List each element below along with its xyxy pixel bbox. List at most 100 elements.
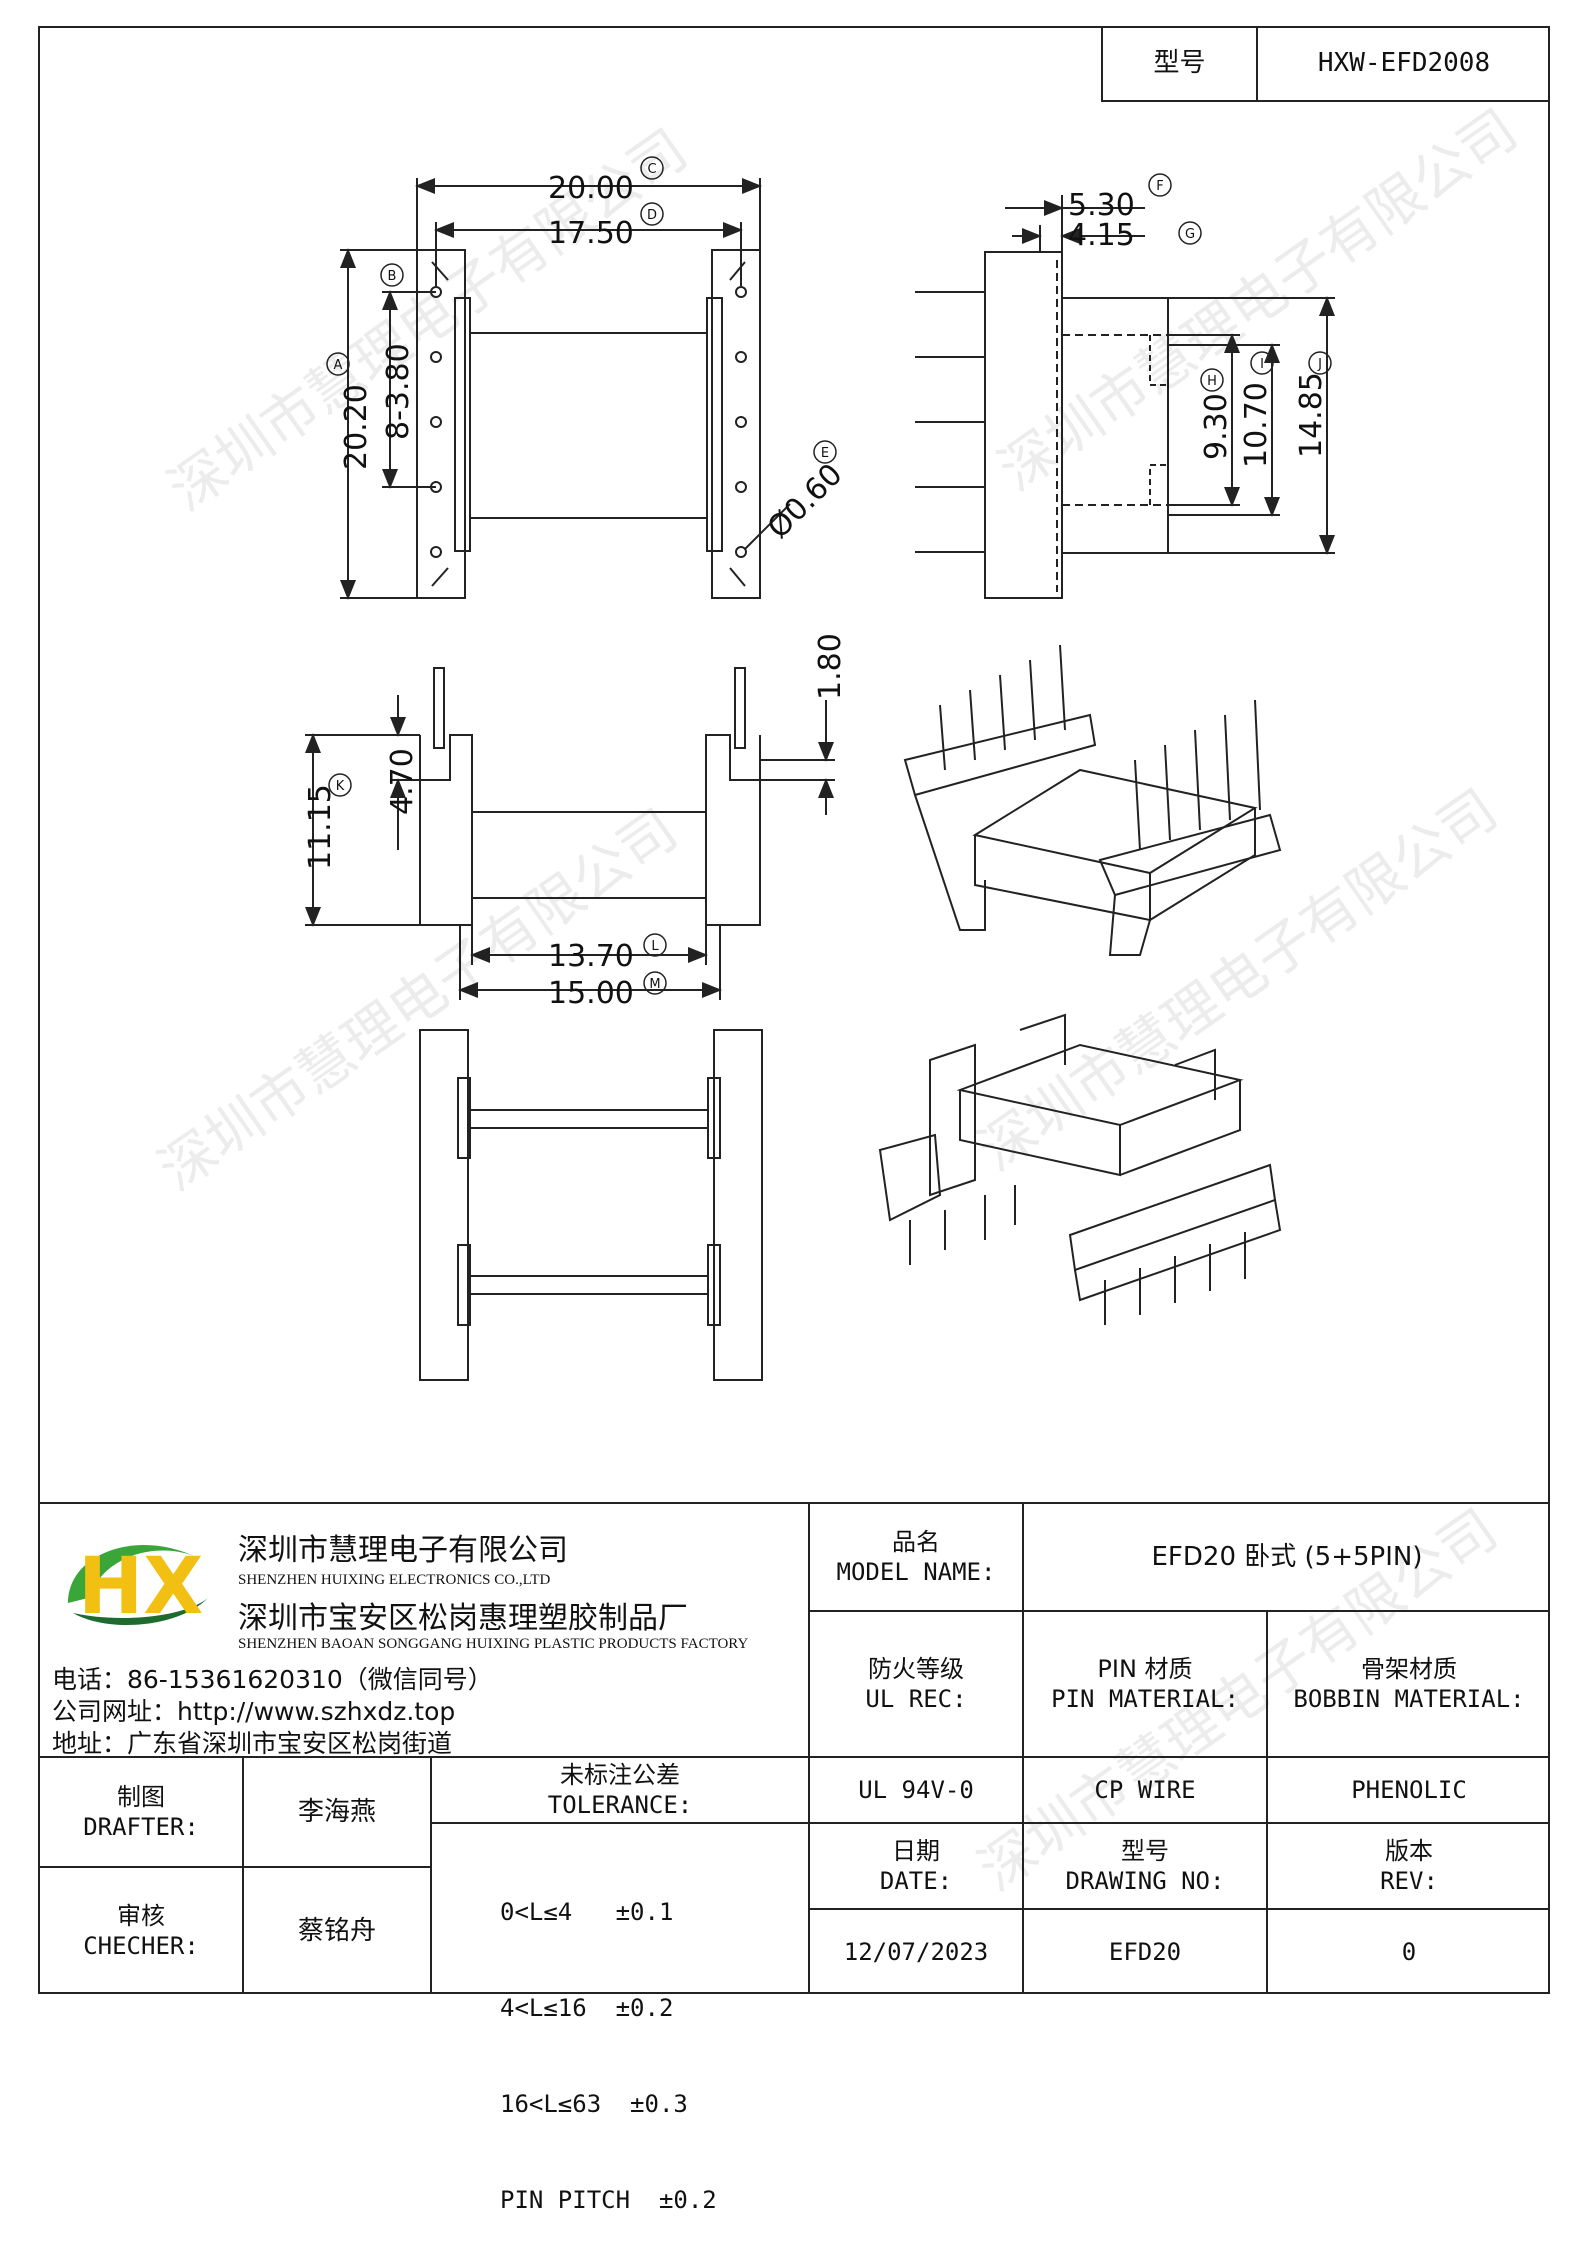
model-name-en: MODEL NAME: xyxy=(836,1558,996,1586)
tolerance-item: 16<L≤63 ±0.3 xyxy=(500,2090,688,2118)
rule xyxy=(38,1502,1550,1504)
drafter-cn: 制图 xyxy=(117,1783,165,1811)
dim-letter-b: B xyxy=(388,269,397,284)
pin-holes-right xyxy=(735,286,747,558)
drawing-no-label: 型号 DRAWING NO: xyxy=(1024,1824,1266,1908)
dim-letter-m: M xyxy=(649,977,660,992)
tolerance-en: TOLERANCE: xyxy=(547,1791,693,1819)
bobbin-material-label: 骨架材质 BOBBIN MATERIAL: xyxy=(1268,1612,1550,1756)
model-name-label: 品名 MODEL NAME: xyxy=(810,1504,1022,1610)
drawing-no-value: EFD20 xyxy=(1108,1938,1182,1966)
rule xyxy=(1022,1502,1024,1994)
company-address: 地址：广东省深圳市宝安区松岗街道 xyxy=(52,1729,453,1758)
header-model-label: 型号 xyxy=(1101,26,1256,102)
drafter-value: 李海燕 xyxy=(297,1796,376,1827)
dim-letter-a: A xyxy=(334,358,343,373)
rule xyxy=(808,1502,810,1994)
side-pins xyxy=(915,291,985,553)
dim-letter-k: K xyxy=(336,779,345,794)
dim-a-label: 20.20 xyxy=(339,384,374,470)
dim-k-inner-label: 4.70 xyxy=(385,748,420,815)
dim-h-label: 9.30 xyxy=(1199,393,1234,460)
company-name-en: SHENZHEN HUIXING ELECTRONICS CO.,LTD xyxy=(238,1572,551,1588)
rev-en: REV: xyxy=(1380,1867,1438,1895)
side-view xyxy=(915,195,1335,599)
dim-letter-e: E xyxy=(821,446,829,461)
fire-rating-label: 防火等级 UL REC: xyxy=(810,1612,1022,1756)
dim-letter-i: I xyxy=(1260,357,1264,372)
isometric-view-top xyxy=(903,644,1282,956)
tolerance-list: 0<L≤4 ±0.1 4<L≤16 ±0.2 16<L≤63 ±0.3 PIN … xyxy=(500,1832,717,2248)
rule xyxy=(808,1610,1550,1612)
logo-text: HX xyxy=(78,1542,203,1632)
dim-m-label: 15.00 xyxy=(548,976,634,1011)
checker-value: 蔡铭舟 xyxy=(297,1915,376,1946)
rule xyxy=(430,1822,1550,1824)
dim-l-label: 13.70 xyxy=(548,939,634,974)
dim-c-label: 20.00 xyxy=(548,171,634,206)
factory-name-en: SHENZHEN BAOAN SONGGANG HUIXING PLASTIC … xyxy=(238,1636,749,1652)
dim-k-outer-label: 11.15 xyxy=(303,784,338,870)
rev-cn: 版本 xyxy=(1385,1837,1433,1865)
fire-rating-value: UL 94V-0 xyxy=(858,1776,974,1804)
fire-rating-cn: 防火等级 xyxy=(868,1655,964,1683)
dim-letter-d: D xyxy=(647,208,657,223)
rule xyxy=(38,1866,430,1868)
dim-g-label: 4.15 xyxy=(1068,218,1135,253)
drafter-label: 制图 DRAFTER: xyxy=(40,1758,242,1866)
rule xyxy=(242,1756,244,1994)
technical-drawing: 20.00 17.50 20.20 8-3.80 Ø0.60 5.30 4.15… xyxy=(303,156,1335,1381)
dim-letter-h: H xyxy=(1207,374,1217,389)
company-name-cn: 深圳市慧理电子有限公司 xyxy=(238,1533,568,1568)
model-name-value: EFD20 卧式 (5+5PIN) xyxy=(1151,1541,1423,1572)
date-value: 12/07/2023 xyxy=(843,1938,989,1966)
front-view xyxy=(305,667,835,1000)
dim-d-label: 17.50 xyxy=(548,216,634,251)
dim-letter-j: J xyxy=(1317,357,1322,372)
bobbin-material-value: PHENOLIC xyxy=(1351,1776,1467,1804)
pin-material-value: CP WIRE xyxy=(1094,1776,1196,1804)
dim-f-label: 5.30 xyxy=(1068,188,1135,223)
pin-material-cn: PIN 材质 xyxy=(1097,1655,1193,1683)
model-name-cn: 品名 xyxy=(892,1528,940,1556)
pin-holes-left xyxy=(430,286,442,558)
drawing-no-cn: 型号 xyxy=(1121,1837,1169,1865)
bottom-view xyxy=(419,1029,763,1381)
dim-letter-f: F xyxy=(1156,179,1163,194)
dim-j-label: 14.85 xyxy=(1294,372,1329,458)
dim-letter-g: G xyxy=(1185,227,1195,242)
company-logo: HX xyxy=(68,1542,208,1632)
rule xyxy=(1266,1610,1268,1994)
checker-cn: 审核 xyxy=(117,1902,165,1930)
tolerance-item: 0<L≤4 ±0.1 xyxy=(500,1898,674,1926)
dim-i-label: 10.70 xyxy=(1239,382,1274,468)
fire-rating-en: UL REC: xyxy=(865,1685,967,1713)
factory-name-cn: 深圳市宝安区松岗惠理塑胶制品厂 xyxy=(238,1601,688,1636)
dim-letter-l: L xyxy=(651,939,659,954)
tolerance-item: 4<L≤16 ±0.2 xyxy=(500,1994,674,2022)
rev-value: 0 xyxy=(1401,1938,1417,1966)
dim-letter-c: C xyxy=(647,162,656,177)
dim-top-right-label: 1.80 xyxy=(813,633,848,700)
rule xyxy=(430,1756,432,1994)
date-cn: 日期 xyxy=(892,1837,940,1865)
company-website[interactable]: 公司网址：http://www.szhxdz.top xyxy=(52,1697,456,1726)
isometric-view-bottom xyxy=(878,1013,1282,1325)
tolerance-item: PIN PITCH ±0.2 xyxy=(500,2186,717,2214)
date-label: 日期 DATE: xyxy=(810,1824,1022,1908)
dim-e-label: Ø0.60 xyxy=(761,457,850,546)
drawing-no-en: DRAWING NO: xyxy=(1065,1867,1225,1895)
checker-en: CHECHER: xyxy=(83,1932,199,1960)
pin-material-en: PIN MATERIAL: xyxy=(1051,1685,1239,1713)
checker-label: 审核 CHECHER: xyxy=(40,1868,242,1994)
pin-material-label: PIN 材质 PIN MATERIAL: xyxy=(1024,1612,1266,1756)
drawing-frame xyxy=(38,26,1550,1994)
bobbin-material-en: BOBBIN MATERIAL: xyxy=(1293,1685,1525,1713)
company-phone: 电话：86-15361620310（微信同号） xyxy=(52,1665,493,1694)
tolerance-label: 未标注公差 TOLERANCE: xyxy=(432,1758,808,1822)
top-view xyxy=(340,178,791,600)
drafter-en: DRAFTER: xyxy=(83,1813,199,1841)
dim-b-label: 8-3.80 xyxy=(381,343,416,440)
rule xyxy=(38,1756,1550,1758)
bobbin-material-cn: 骨架材质 xyxy=(1361,1655,1457,1683)
